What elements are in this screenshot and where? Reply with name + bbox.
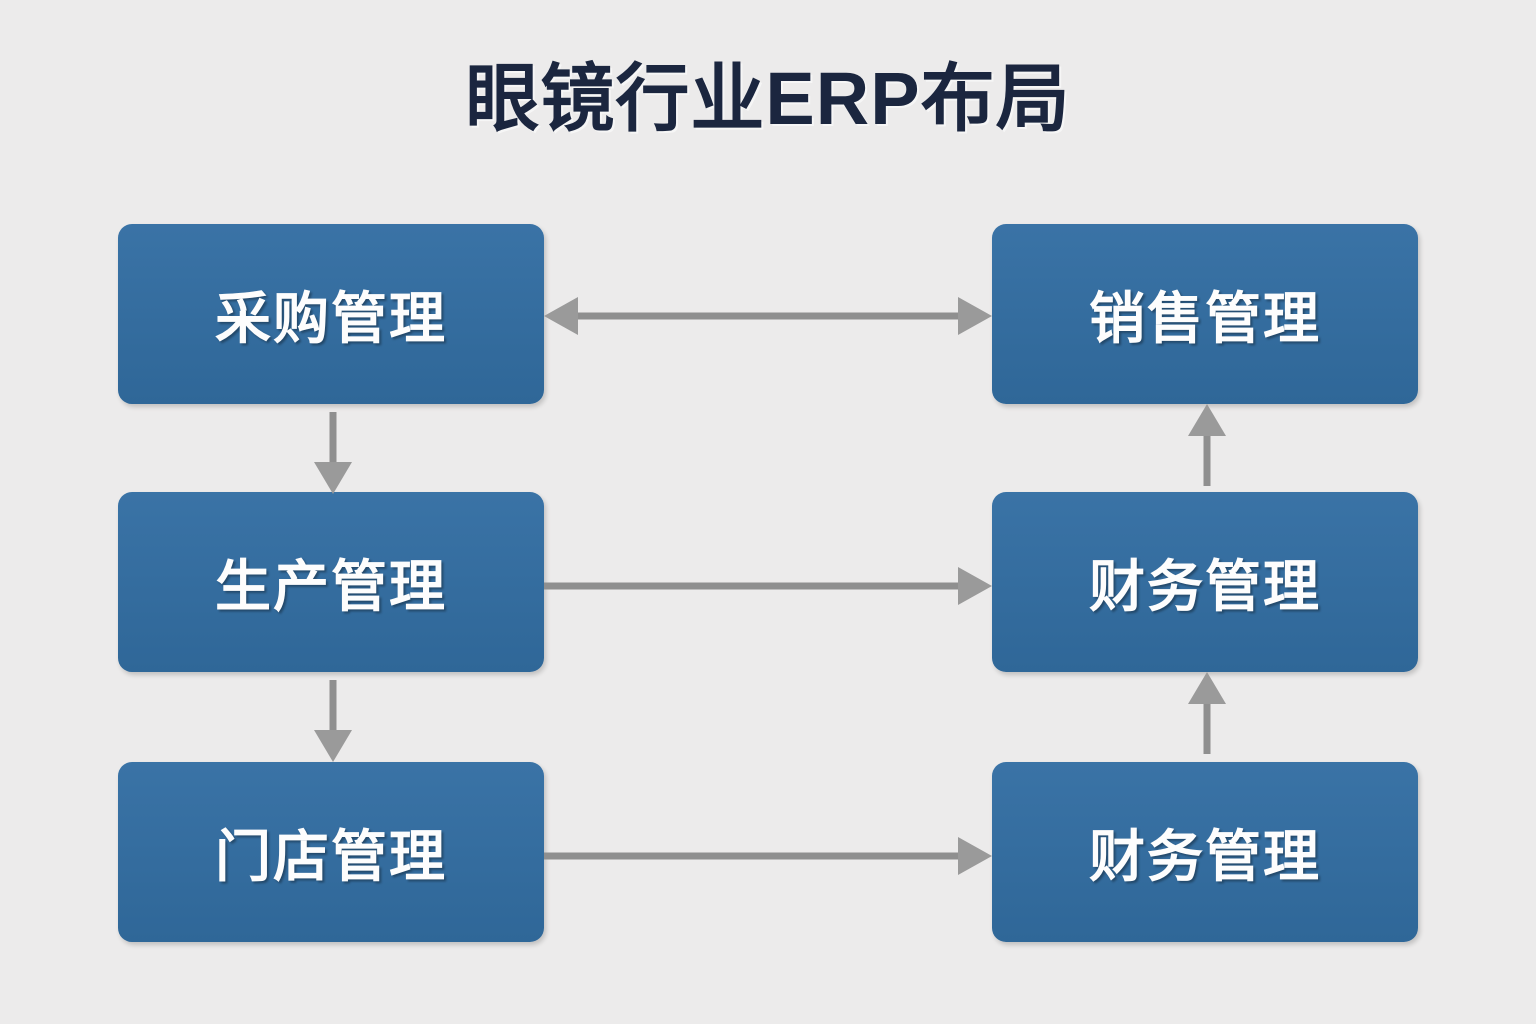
arrow-production-to-finance-middle <box>544 567 992 605</box>
node-finance-middle[interactable]: 财务管理 <box>992 492 1418 672</box>
node-label: 销售管理 <box>1089 286 1321 350</box>
arrow-finance-bottom-to-finance-middle-up <box>1188 672 1226 754</box>
node-sales[interactable]: 销售管理 <box>992 224 1418 404</box>
node-label: 生产管理 <box>215 554 447 618</box>
arrow-store-to-finance-bottom <box>544 837 992 875</box>
node-store[interactable]: 门店管理 <box>118 762 544 942</box>
node-label: 采购管理 <box>215 286 447 350</box>
node-label: 财务管理 <box>1089 824 1321 888</box>
arrow-finance-middle-to-sales-up <box>1188 404 1226 486</box>
node-label: 财务管理 <box>1089 554 1321 618</box>
arrow-production-to-store-down <box>314 680 352 762</box>
page-title: 眼镜行业ERP布局 <box>465 57 1071 140</box>
node-purchasing[interactable]: 采购管理 <box>118 224 544 404</box>
node-finance-bottom[interactable]: 财务管理 <box>992 762 1418 942</box>
arrow-purchasing-to-production-down <box>314 412 352 494</box>
arrow-purchasing-sales-bidirectional <box>544 297 992 335</box>
node-label: 门店管理 <box>215 824 447 888</box>
node-production[interactable]: 生产管理 <box>118 492 544 672</box>
